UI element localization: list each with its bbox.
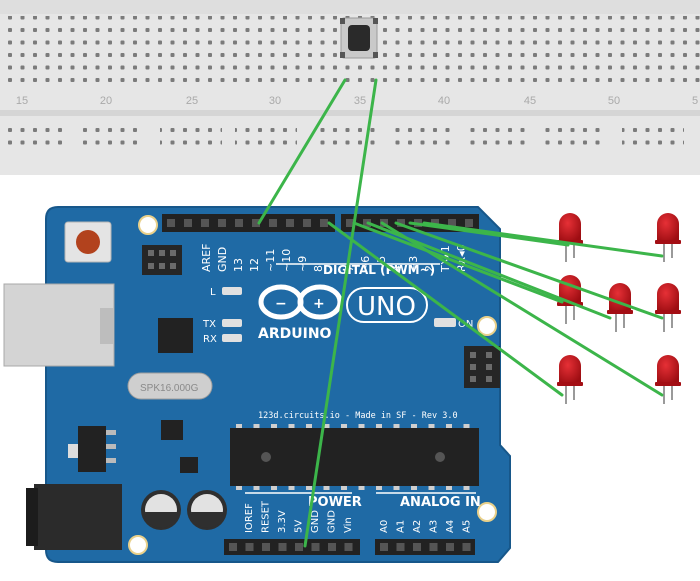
red-led[interactable]	[557, 355, 583, 404]
pin-label: A5	[462, 520, 473, 533]
pin-label: A3	[429, 520, 440, 533]
voltage-regulator	[68, 426, 116, 472]
breadboard-holes-bottom[interactable]	[5, 126, 684, 152]
arduino-logo: − + ARDUINO	[258, 284, 343, 342]
status-led-tx: TX	[202, 319, 242, 330]
wire-pin2-to-led[interactable]	[422, 221, 664, 258]
logo-minus-icon: −	[275, 296, 287, 312]
pin-label: 2	[423, 265, 436, 272]
wire-button-to-5v[interactable]	[303, 78, 378, 548]
pin-label: A1	[396, 520, 407, 533]
pin-label: RESET	[261, 500, 272, 533]
wire-pin7-to-led[interactable]	[352, 221, 564, 304]
power-header[interactable]	[224, 539, 360, 555]
atmega-microcontroller: 123d.circuits.io - Made in SF - Rev 3.0	[230, 411, 479, 490]
pushbutton[interactable]	[340, 17, 378, 59]
pin-label: GND	[310, 510, 321, 533]
pin-label: 4	[391, 265, 404, 272]
mounting-hole	[477, 316, 497, 336]
pushbutton-cap[interactable]	[348, 25, 370, 51]
pin-label: Vin	[343, 517, 354, 533]
column-number: 15	[16, 95, 28, 107]
mounting-hole	[138, 215, 158, 235]
analog-header-label: ANALOG IN	[400, 495, 481, 510]
reset-button[interactable]	[64, 221, 112, 263]
svg-text:SPK16.000G: SPK16.000G	[140, 383, 199, 394]
column-number: 50	[608, 95, 620, 107]
capacitor	[141, 490, 181, 530]
usb-controller-chip	[158, 318, 193, 353]
pin-label: 7	[343, 265, 356, 272]
red-led[interactable]	[655, 213, 681, 262]
digital-header-label: DIGITAL (PWM~)	[323, 263, 435, 277]
wire-pin3-to-led[interactable]	[408, 221, 570, 247]
pin-label: A4	[445, 520, 456, 533]
digital-header-left[interactable]	[162, 214, 335, 232]
wire-pin4-to-led[interactable]	[394, 221, 664, 320]
breadboard-column-numbers: 15 20 25 30 35 40 45 50 5	[16, 95, 698, 107]
svg-text:L: L	[210, 287, 216, 298]
pin-label: 12	[248, 258, 261, 272]
crystal-oscillator: SPK16.000G	[127, 372, 213, 400]
icsp-header-top[interactable]	[142, 245, 182, 275]
power-pin-labels: IOREF RESET 3.3V 5V GND GND Vin	[244, 500, 354, 533]
column-number: 35	[354, 95, 366, 107]
pin-label: GND	[327, 510, 338, 533]
column-number: 30	[269, 95, 281, 107]
svg-text:TX: TX	[202, 319, 216, 330]
breadboard[interactable]: 15 20 25 30 35 40 45 50 5	[0, 0, 700, 175]
power-header-label: POWER	[308, 495, 362, 510]
red-led[interactable]	[557, 213, 583, 262]
pin-label: 13	[232, 258, 245, 272]
icsp-header-right[interactable]	[464, 346, 500, 388]
wire-pin5-to-led[interactable]	[380, 221, 664, 397]
uno-logo: UNO	[346, 287, 428, 323]
pin-label: 5V	[294, 520, 305, 533]
pin-label: A0	[379, 520, 390, 533]
column-number: 40	[438, 95, 450, 107]
column-number: 45	[524, 95, 536, 107]
capacitor	[187, 490, 227, 530]
analog-header[interactable]	[375, 539, 475, 555]
svg-text:UNO: UNO	[357, 292, 416, 322]
pin-label: AREF	[200, 244, 213, 272]
transistor	[180, 457, 198, 473]
svg-text:RX: RX	[203, 334, 217, 345]
red-led[interactable]	[655, 355, 681, 404]
column-number: 20	[100, 95, 112, 107]
pin-label: 8	[312, 265, 325, 272]
wires[interactable]	[257, 78, 664, 548]
arduino-brand-text: ARDUINO	[258, 326, 332, 342]
status-led-l: L	[210, 287, 242, 298]
wire-pin8-to-led[interactable]	[327, 221, 564, 397]
pin-label: A2	[412, 520, 423, 533]
mounting-hole	[477, 502, 497, 522]
pin-label: GND	[216, 247, 229, 272]
svg-text:123d.circuits.io - Made in SF: 123d.circuits.io - Made in SF - Rev 3.0	[258, 411, 458, 421]
status-led-rx: RX	[203, 334, 242, 345]
pin-label: IOREF	[244, 503, 255, 533]
usb-connector[interactable]	[3, 283, 115, 367]
logo-plus-icon: +	[313, 296, 325, 312]
pin-label: ~10	[280, 249, 293, 272]
column-number: 5	[692, 95, 698, 107]
wire-button-to-pin12[interactable]	[257, 78, 347, 225]
pin-label: ~11	[264, 249, 277, 272]
red-led[interactable]	[655, 283, 681, 332]
dc-barrel-jack[interactable]	[26, 484, 122, 550]
analog-pin-labels: A0 A1 A2 A3 A4 A5	[379, 520, 473, 533]
small-chip	[161, 420, 183, 440]
column-number: 25	[186, 95, 198, 107]
mounting-hole	[128, 535, 148, 555]
pin-label: 3.3V	[277, 510, 288, 533]
